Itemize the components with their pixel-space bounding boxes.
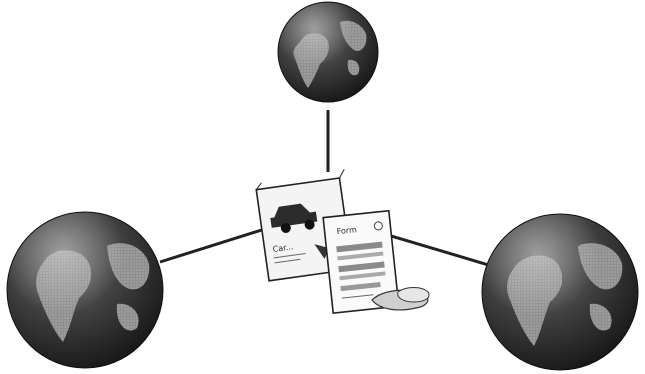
globe-top [278,2,378,102]
connector-left [160,228,268,262]
globe-right [482,214,638,370]
connector-right [388,235,492,266]
documents-pile: Car... Form [255,169,429,313]
globe-left [7,212,163,368]
